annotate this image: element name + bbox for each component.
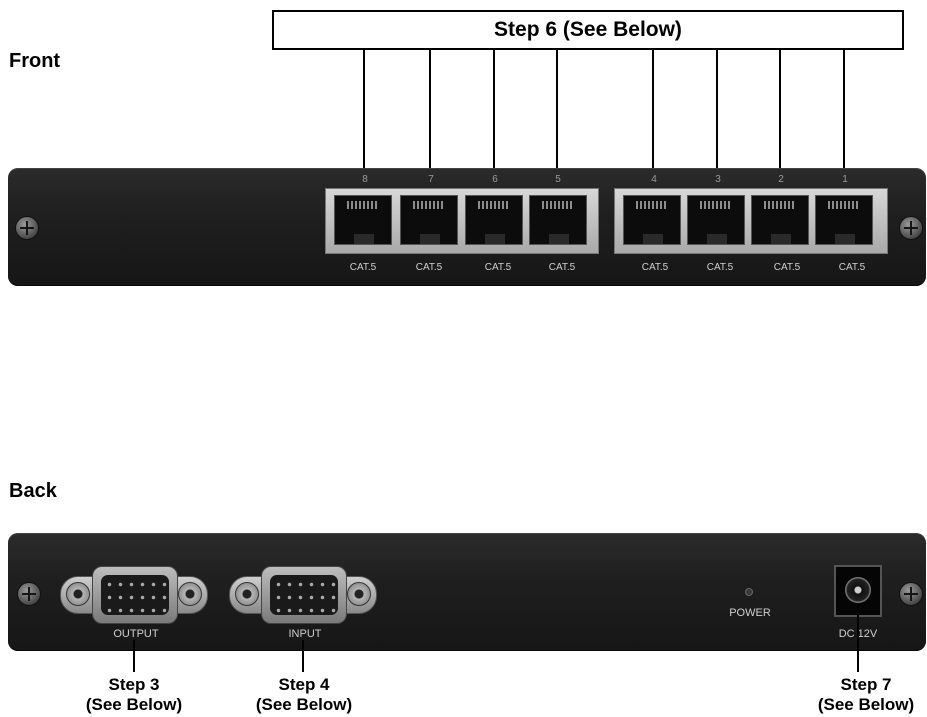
rj45-port-icon[interactable] (687, 195, 745, 245)
step3-title: Step 3 (108, 675, 160, 694)
port-group-left (325, 188, 599, 254)
rj45-port-icon[interactable] (623, 195, 681, 245)
vga-input-connector[interactable] (229, 566, 377, 624)
output-label: OUTPUT (113, 628, 159, 640)
vga-output-connector[interactable] (60, 566, 208, 624)
hex-standoff-icon (347, 582, 371, 606)
rj45-port-icon[interactable] (334, 195, 392, 245)
cat5-label: CAT.5 (641, 262, 669, 273)
cat5-label: CAT.5 (548, 262, 576, 273)
callout-line-port7 (429, 50, 431, 174)
hex-standoff-icon (235, 582, 259, 606)
callout-line-step4 (302, 640, 304, 672)
callout-line-port6 (493, 50, 495, 174)
port-number: 1 (842, 174, 848, 185)
vga-connector-icon (261, 566, 347, 624)
power-label: POWER (729, 607, 771, 619)
cat5-label: CAT.5 (706, 262, 734, 273)
cat5-label: CAT.5 (415, 262, 443, 273)
callout-line-port1 (843, 50, 845, 174)
callout-line-step3 (133, 640, 135, 672)
step7-subtitle: (See Below) (817, 695, 915, 714)
rj45-port-icon[interactable] (529, 195, 587, 245)
step7-title: Step 7 (840, 675, 892, 694)
callout-line-port4 (652, 50, 654, 174)
step7-label: Step 7 (See Below) (805, 675, 927, 715)
hex-standoff-icon (66, 582, 90, 606)
front-label: Front (9, 50, 61, 72)
back-label: Back (9, 480, 57, 502)
hex-standoff-icon (178, 582, 202, 606)
port-number: 5 (555, 174, 561, 185)
callout-line-step7 (857, 605, 859, 672)
port-number: 6 (492, 174, 498, 185)
rj45-port-icon[interactable] (465, 195, 523, 245)
port-group-right (614, 188, 888, 254)
port-number: 4 (651, 174, 657, 185)
port-number: 8 (362, 174, 368, 185)
vga-connector-icon (92, 566, 178, 624)
step4-title: Step 4 (278, 675, 330, 694)
callout-line-port2 (779, 50, 781, 174)
cat5-label: CAT.5 (484, 262, 512, 273)
callout-line-port3 (716, 50, 718, 174)
power-led-icon (745, 588, 753, 596)
port-number: 7 (428, 174, 434, 185)
phillips-screw-icon (899, 216, 923, 240)
rj45-port-icon[interactable] (751, 195, 809, 245)
cat5-label: CAT.5 (838, 262, 866, 273)
step4-label: Step 4 (See Below) (243, 675, 365, 715)
cat5-label: CAT.5 (349, 262, 377, 273)
phillips-screw-icon (17, 582, 41, 606)
step4-subtitle: (See Below) (255, 695, 353, 714)
step3-subtitle: (See Below) (85, 695, 183, 714)
rj45-port-icon[interactable] (400, 195, 458, 245)
step3-label: Step 3 (See Below) (73, 675, 195, 715)
callout-line-port8 (363, 50, 365, 174)
phillips-screw-icon (899, 582, 923, 606)
callout-line-port5 (556, 50, 558, 174)
port-number: 2 (778, 174, 784, 185)
phillips-screw-icon (15, 216, 39, 240)
step6-callout-box: Step 6 (See Below) (272, 10, 904, 50)
cat5-label: CAT.5 (773, 262, 801, 273)
input-label: INPUT (288, 628, 322, 640)
rj45-port-icon[interactable] (815, 195, 873, 245)
port-number: 3 (715, 174, 721, 185)
